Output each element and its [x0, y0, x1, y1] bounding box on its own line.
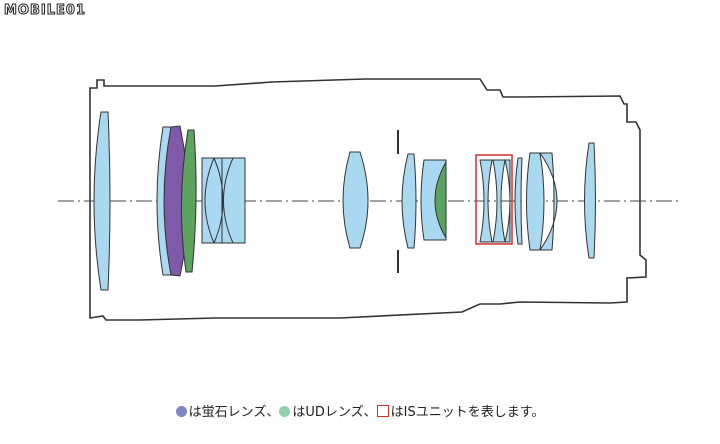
- lens-element-middle: [342, 151, 369, 249]
- lens-element-rear-thin: [514, 157, 523, 245]
- lens-rear-doublet-a: [526, 152, 545, 251]
- lens-element-1: [93, 111, 111, 291]
- watermark-logo: MOBILE01: [4, 3, 86, 19]
- lens-barrel-outline: [89, 78, 647, 321]
- fluorite-legend-dot: [175, 406, 187, 417]
- is-unit-element-3: [504, 159, 511, 243]
- lens-element-last: [584, 142, 596, 259]
- ud-lens-element-1: [180, 129, 197, 273]
- legend-ud-text: はUDレンズ、: [292, 405, 377, 420]
- is-unit-element-1: [479, 159, 493, 243]
- legend-is-text: はISユニットを表します。: [390, 405, 545, 420]
- lens-element-meniscus: [401, 153, 417, 249]
- watermark-text: MOBILE01: [4, 3, 86, 19]
- is-unit-frame: [475, 154, 513, 245]
- lens-group-3-curve-c: [223, 157, 234, 244]
- lens-rear-doublet-b: [539, 152, 558, 251]
- legend: は蛍石レンズ、はUDレンズ、はISユニットを表します。: [0, 401, 720, 420]
- legend-fluorite-text: は蛍石レンズ、: [188, 405, 280, 420]
- is-legend-square: [376, 405, 389, 417]
- ud-legend-dot: [279, 406, 291, 417]
- lens-group-3-curve-a: [204, 157, 215, 244]
- ud-lens-element-2: [434, 160, 447, 240]
